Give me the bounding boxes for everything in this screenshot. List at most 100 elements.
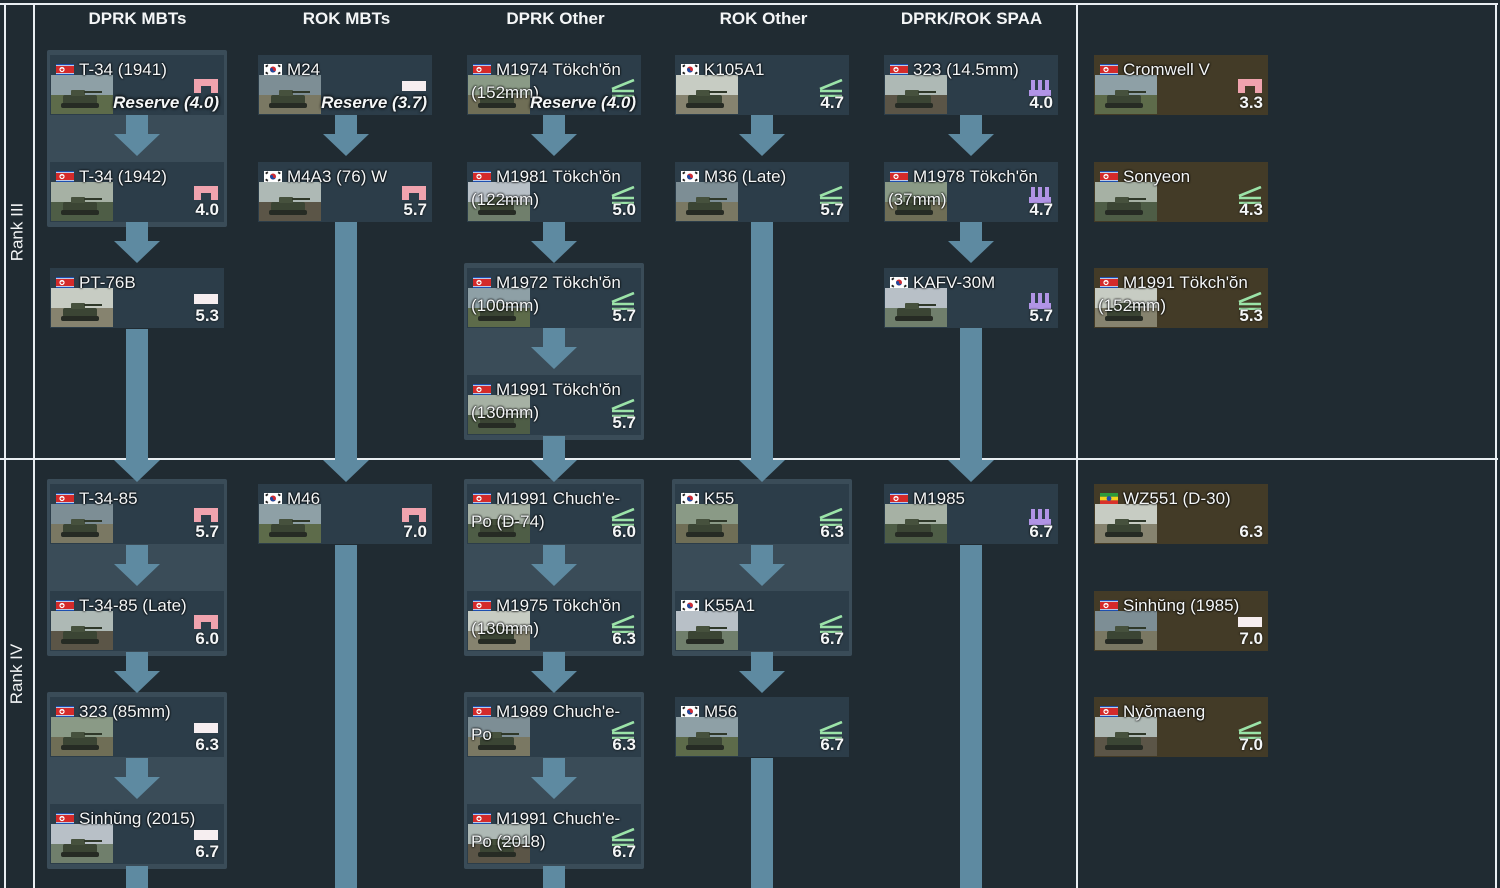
spaa-class-icon (1028, 79, 1052, 102)
connector-arrow (948, 241, 994, 263)
td-class-icon (611, 614, 635, 638)
td-class-icon (819, 614, 843, 638)
vehicle-card[interactable]: M1991 Chuch'e-Po (D-74)6.0 (467, 484, 641, 544)
battle-rating: 6.7 (612, 842, 636, 861)
connector-arrow (531, 347, 577, 369)
vehicle-card[interactable]: M1991 Tökch'ŏn(130mm)5.7 (467, 375, 641, 435)
vehicle-name: Sonyeon (1123, 165, 1264, 188)
vehicle-card[interactable]: M1978 Tökch'ŏn(37mm)4.7 (884, 162, 1058, 222)
vehicle-name-line1: T-34 (1941) (79, 60, 167, 79)
vehicle-name-line2: (100mm) (471, 296, 540, 315)
vehicle-name: M1978 Tökch'ŏn(37mm) (888, 165, 1054, 211)
vehicle-name-line1: M1991 Chuch'e- (496, 489, 621, 508)
td-class-icon (1238, 291, 1262, 315)
vehicle-name-line2: Po (D-74) (471, 512, 545, 531)
connector-line (126, 329, 148, 460)
vehicle-thumbnail (676, 182, 738, 221)
vehicle-card[interactable]: Sinhŭng (2015)6.7 (50, 804, 224, 864)
dprk-flag-icon (473, 382, 491, 395)
td-class-icon (611, 507, 635, 531)
vehicle-card[interactable]: M1991 Tökch'ŏn(152mm)5.3 (1094, 268, 1268, 328)
vehicle-card[interactable]: 323 (85mm)6.3 (50, 697, 224, 757)
rank-label-iv: Rank IV (0, 460, 34, 888)
battle-rating: 6.7 (820, 629, 844, 648)
vehicle-name: M1991 Chuch'e- Po (D-74) (471, 487, 637, 533)
vehicle-card[interactable]: WZ551 (D-30)6.3 (1094, 484, 1268, 544)
td-class-icon (819, 507, 843, 531)
vehicle-name: M1991 Tökch'ŏn (130mm) (471, 378, 637, 424)
vehicle-thumbnail (1095, 75, 1157, 114)
vehicle-name-line1: K55A1 (704, 596, 756, 615)
connector-line (543, 328, 565, 348)
vehicle-card[interactable]: M36 (Late)5.7 (675, 162, 849, 222)
vehicle-name-line1: PT-76B (79, 273, 136, 292)
light-class-icon (402, 79, 426, 98)
vehicle-name-line1: M1991 Tökch'ŏn (496, 380, 621, 399)
vehicle-thumbnail (468, 611, 530, 650)
vehicle-thumbnail (51, 717, 113, 756)
vehicle-thumbnail (468, 395, 530, 434)
connector-arrow (114, 241, 160, 263)
connector-line (543, 545, 565, 565)
battle-rating: 5.7 (612, 306, 636, 325)
vehicle-thumbnail (51, 75, 113, 114)
vehicle-card[interactable]: M1981 Tökch'ŏn(122mm)5.0 (467, 162, 641, 222)
vehicle-name: Sinhŭng (2015) (79, 807, 220, 830)
column-header-dprk-mbts: DPRK MBTs (88, 9, 187, 28)
battle-rating: 5.7 (195, 522, 219, 541)
vehicle-card[interactable]: M1974 Tökch'ŏn(152mm)Reserve (4.0) (467, 55, 641, 115)
vehicle-card[interactable]: K55A1 6.7 (675, 591, 849, 651)
vehicle-card[interactable]: T-34-85 (Late)6.0 (50, 591, 224, 651)
vehicle-name: T-34-85 (Late) (79, 594, 220, 617)
vehicle-name: 323 (85mm) (79, 700, 220, 723)
vehicle-name-line2: (130mm) (471, 403, 540, 422)
connector-line (126, 222, 148, 242)
vehicle-thumbnail (468, 75, 530, 114)
connector-arrow (739, 460, 785, 482)
vehicle-name-line1: M36 (Late) (704, 167, 787, 186)
vehicle-card[interactable]: T-34 (1942)4.0 (50, 162, 224, 222)
medium-class-icon (194, 508, 218, 527)
connector-arrow (531, 777, 577, 799)
vehicle-card[interactable]: Sinhŭng (1985)7.0 (1094, 591, 1268, 651)
vehicle-name-line1: Sinhŭng (2015) (79, 809, 196, 828)
vehicle-name: Sinhŭng (1985) (1123, 594, 1264, 617)
td-class-icon (611, 720, 635, 744)
vehicle-thumbnail (259, 504, 321, 543)
battle-rating: 4.7 (820, 93, 844, 112)
vehicle-name: 323 (14.5mm) (913, 58, 1054, 81)
vehicle-card[interactable]: M1972 Tökch'ŏn(100mm)5.7 (467, 268, 641, 328)
medium-class-icon (194, 186, 218, 205)
connector-line (126, 758, 148, 778)
vehicle-card[interactable]: M1991 Chuch'e-Po (2018)6.7 (467, 804, 641, 864)
vehicle-name: K55A1 (704, 594, 845, 617)
connector-line (543, 222, 565, 242)
vehicle-name: M1981 Tökch'ŏn(122mm) (471, 165, 637, 211)
connector-line (335, 222, 357, 462)
vehicle-card[interactable]: 323 (14.5mm)4.0 (884, 55, 1058, 115)
battle-rating: 6.7 (820, 735, 844, 754)
vehicle-card[interactable]: T-34 (1941)Reserve (4.0) (50, 55, 224, 115)
dprk-flag-icon (473, 704, 491, 717)
connector-line (543, 758, 565, 778)
dprk-flag-icon (1100, 169, 1118, 182)
vehicle-card[interactable]: M1975 Tökch'ŏn(130mm)6.3 (467, 591, 641, 651)
battle-rating: 6.3 (1239, 522, 1263, 541)
medium-class-icon (1238, 79, 1262, 98)
connector-line (751, 545, 773, 565)
